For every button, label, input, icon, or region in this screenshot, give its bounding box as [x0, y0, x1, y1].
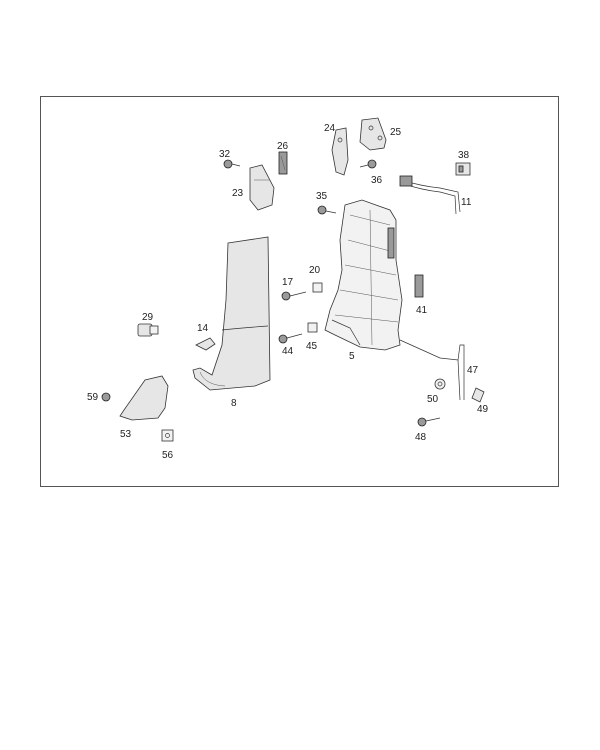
part-23-bracket	[249, 164, 275, 211]
label-56: 56	[162, 450, 174, 461]
nut-45	[307, 322, 318, 333]
nut-56	[161, 429, 174, 442]
label-11: 11	[461, 197, 472, 208]
label-49: 49	[477, 404, 489, 415]
label-50: 50	[427, 394, 439, 405]
label-17: 17	[282, 277, 294, 288]
part-41-clip	[414, 274, 424, 298]
label-14: 14	[197, 323, 209, 334]
screw-59	[101, 392, 111, 402]
label-29: 29	[142, 312, 154, 323]
part-24-bracket	[331, 127, 349, 176]
nut-50	[434, 378, 446, 390]
part-53-cover	[119, 375, 169, 421]
screw-48	[417, 417, 441, 427]
part-25-bracket	[359, 117, 387, 151]
part-38-block	[455, 162, 471, 176]
screw-17	[281, 291, 307, 301]
label-20: 20	[309, 265, 321, 276]
part-47-strap	[399, 339, 465, 401]
label-41: 41	[416, 305, 428, 316]
part-5-inner-trim	[324, 199, 403, 351]
label-24: 24	[324, 123, 336, 134]
label-5: 5	[349, 351, 355, 362]
label-53: 53	[120, 429, 132, 440]
diagram-frame	[40, 96, 559, 487]
screw-44	[278, 333, 303, 344]
label-35: 35	[316, 191, 328, 202]
part-8-pillar-trim	[192, 236, 271, 391]
clip-49	[471, 387, 485, 403]
label-44: 44	[282, 346, 294, 357]
label-26: 26	[277, 141, 289, 152]
plug-29	[137, 323, 159, 337]
label-32: 32	[219, 149, 231, 160]
nut-20	[312, 282, 323, 293]
label-23: 23	[232, 188, 244, 199]
label-36: 36	[371, 175, 383, 186]
part-labels: 32 26 24 25 38 23 35 36 11 17 20 41 29 1…	[87, 123, 489, 461]
label-38: 38	[458, 150, 470, 161]
part-26-clip	[278, 151, 288, 175]
part-14-clip	[195, 337, 216, 351]
label-48: 48	[415, 432, 427, 443]
label-8: 8	[231, 398, 237, 409]
screw-36	[359, 159, 377, 169]
label-59: 59	[87, 392, 99, 403]
screw-32	[223, 159, 241, 169]
part-11-harness	[399, 175, 461, 215]
label-47: 47	[467, 365, 479, 376]
label-25: 25	[390, 127, 402, 138]
screw-35	[317, 205, 337, 215]
label-45: 45	[306, 341, 318, 352]
